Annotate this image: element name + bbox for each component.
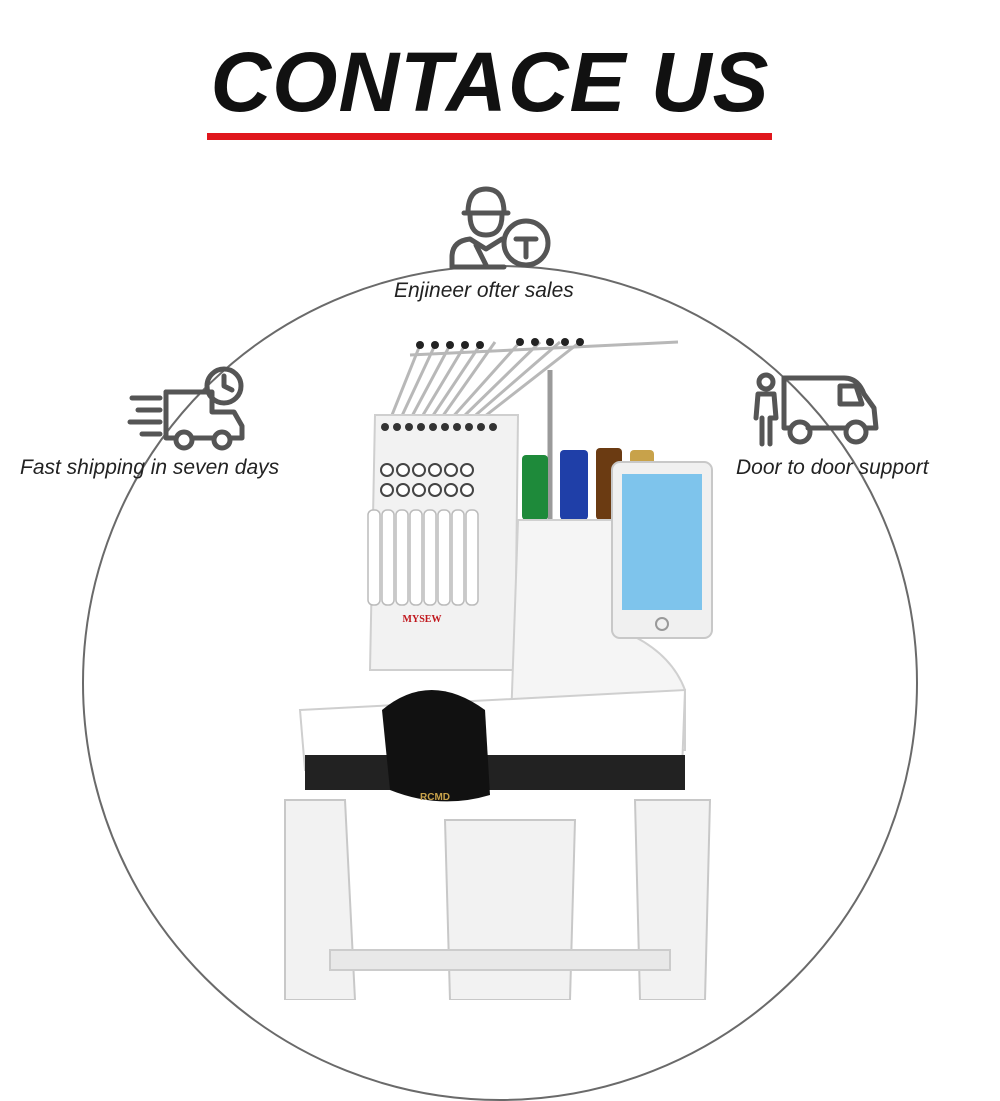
embroidery-machine-image: MYSEW RCMD bbox=[284, 338, 713, 1000]
delivery-truck-icon bbox=[127, 366, 245, 451]
feature-label-door-support: Door to door support bbox=[736, 456, 929, 479]
page-title: CONTACE US bbox=[210, 35, 770, 129]
cap-label: RCMD bbox=[420, 792, 450, 803]
machine-brand-label: MYSEW bbox=[403, 614, 442, 625]
engineer-icon bbox=[449, 186, 551, 270]
title-underline bbox=[207, 133, 772, 140]
feature-label-engineer: Enjineer ofter sales bbox=[394, 279, 574, 302]
door-delivery-van-icon bbox=[753, 372, 879, 447]
feature-label-shipping: Fast shipping in seven days bbox=[20, 456, 280, 479]
